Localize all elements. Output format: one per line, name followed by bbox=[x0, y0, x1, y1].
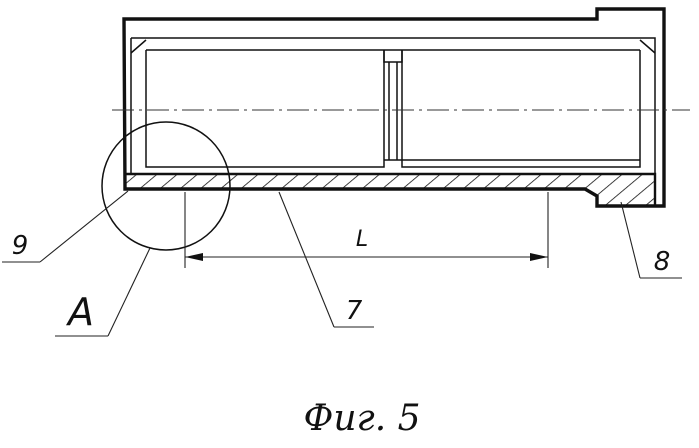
bore-chamfer-right bbox=[640, 40, 655, 53]
leader-9 bbox=[40, 191, 128, 262]
leader-a bbox=[108, 248, 150, 336]
dimension-arrow-left bbox=[185, 253, 203, 261]
label-7: 7 bbox=[346, 296, 363, 326]
dimension-arrow-right bbox=[530, 253, 548, 261]
bore-chamfer-left bbox=[131, 40, 146, 53]
dimension-label: L bbox=[356, 227, 368, 252]
groove bbox=[384, 50, 402, 62]
label-a: A bbox=[65, 290, 94, 334]
label-9: 9 bbox=[12, 231, 29, 261]
hatched-wall-section bbox=[125, 174, 655, 206]
figure-caption: Фиг. 5 bbox=[303, 398, 420, 439]
left-cavity bbox=[146, 50, 384, 167]
leader-8 bbox=[621, 202, 640, 278]
right-cavity bbox=[402, 50, 640, 167]
inner-bore-contour bbox=[131, 38, 655, 174]
leader-7 bbox=[279, 192, 334, 327]
label-8: 8 bbox=[654, 247, 671, 277]
